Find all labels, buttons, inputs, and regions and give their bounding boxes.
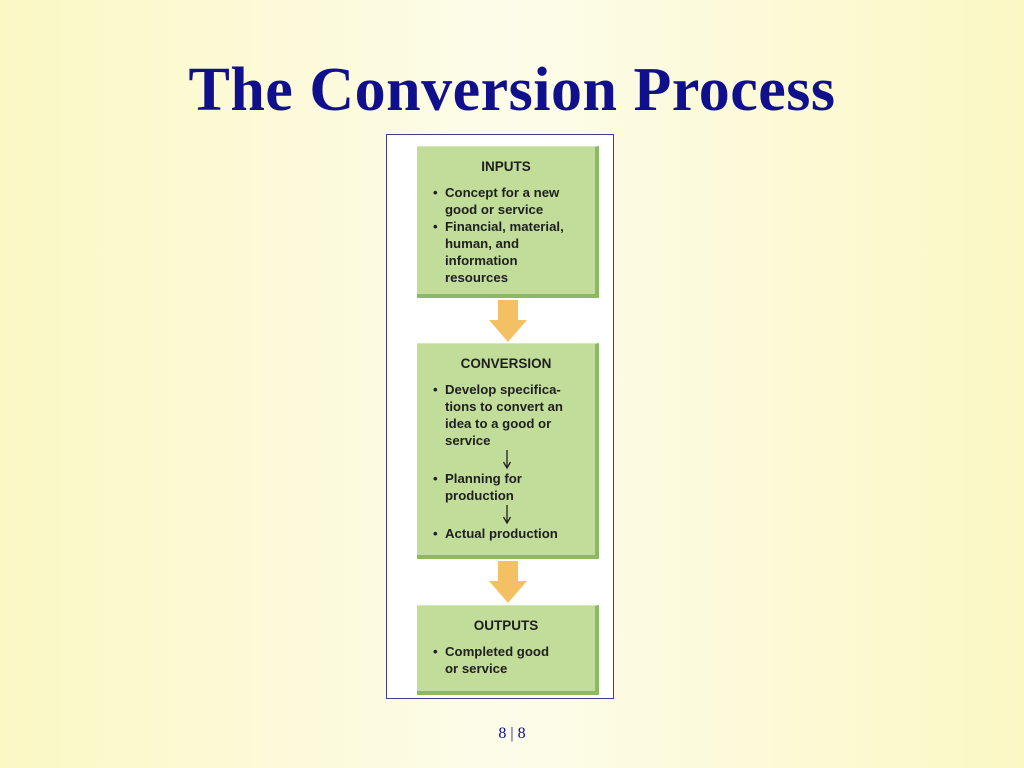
conversion-box: CONVERSION • Develop specifica- tions to… xyxy=(417,343,599,559)
item-text: Develop specifica- tions to convert an i… xyxy=(445,382,563,448)
item-text: Completed good or service xyxy=(445,644,550,676)
bullet-icon: • xyxy=(433,644,438,659)
bullet-icon: • xyxy=(433,471,438,486)
step-arrow xyxy=(417,504,595,525)
outputs-box: OUTPUTS • Completed good or service xyxy=(417,605,599,695)
bullet-icon: • xyxy=(433,382,438,397)
list-item: • Develop specifica- tions to convert an… xyxy=(417,381,595,449)
down-arrow-icon xyxy=(489,300,527,342)
list-item: • Actual production xyxy=(417,525,595,542)
outputs-heading: OUTPUTS xyxy=(473,618,539,633)
step-arrow xyxy=(417,449,595,470)
list-item: • Financial, material, human, and inform… xyxy=(417,218,595,286)
small-down-arrow-icon xyxy=(502,505,512,525)
bullet-icon: • xyxy=(433,219,438,234)
item-text: Actual production xyxy=(445,526,558,541)
item-text: Planning for production xyxy=(445,471,522,503)
bullet-icon: • xyxy=(433,185,438,200)
page-number: 8 | 8 xyxy=(498,725,526,742)
inputs-box: INPUTS • Concept for a new good or servi… xyxy=(417,146,599,298)
diagram-frame: INPUTS • Concept for a new good or servi… xyxy=(386,134,614,699)
down-arrow-icon xyxy=(489,561,527,603)
list-item: • Concept for a new good or service xyxy=(417,184,595,218)
list-item: • Completed good or service xyxy=(417,643,595,677)
item-text: Concept for a new good or service xyxy=(445,185,560,217)
item-text: Financial, material, human, and informat… xyxy=(445,219,564,285)
bullet-icon: • xyxy=(433,526,438,541)
list-item: • Planning for production xyxy=(417,470,595,504)
small-down-arrow-icon xyxy=(502,450,512,470)
slide-title: The Conversion Process xyxy=(188,56,836,124)
conversion-heading: CONVERSION xyxy=(460,356,552,371)
inputs-heading: INPUTS xyxy=(481,159,531,174)
